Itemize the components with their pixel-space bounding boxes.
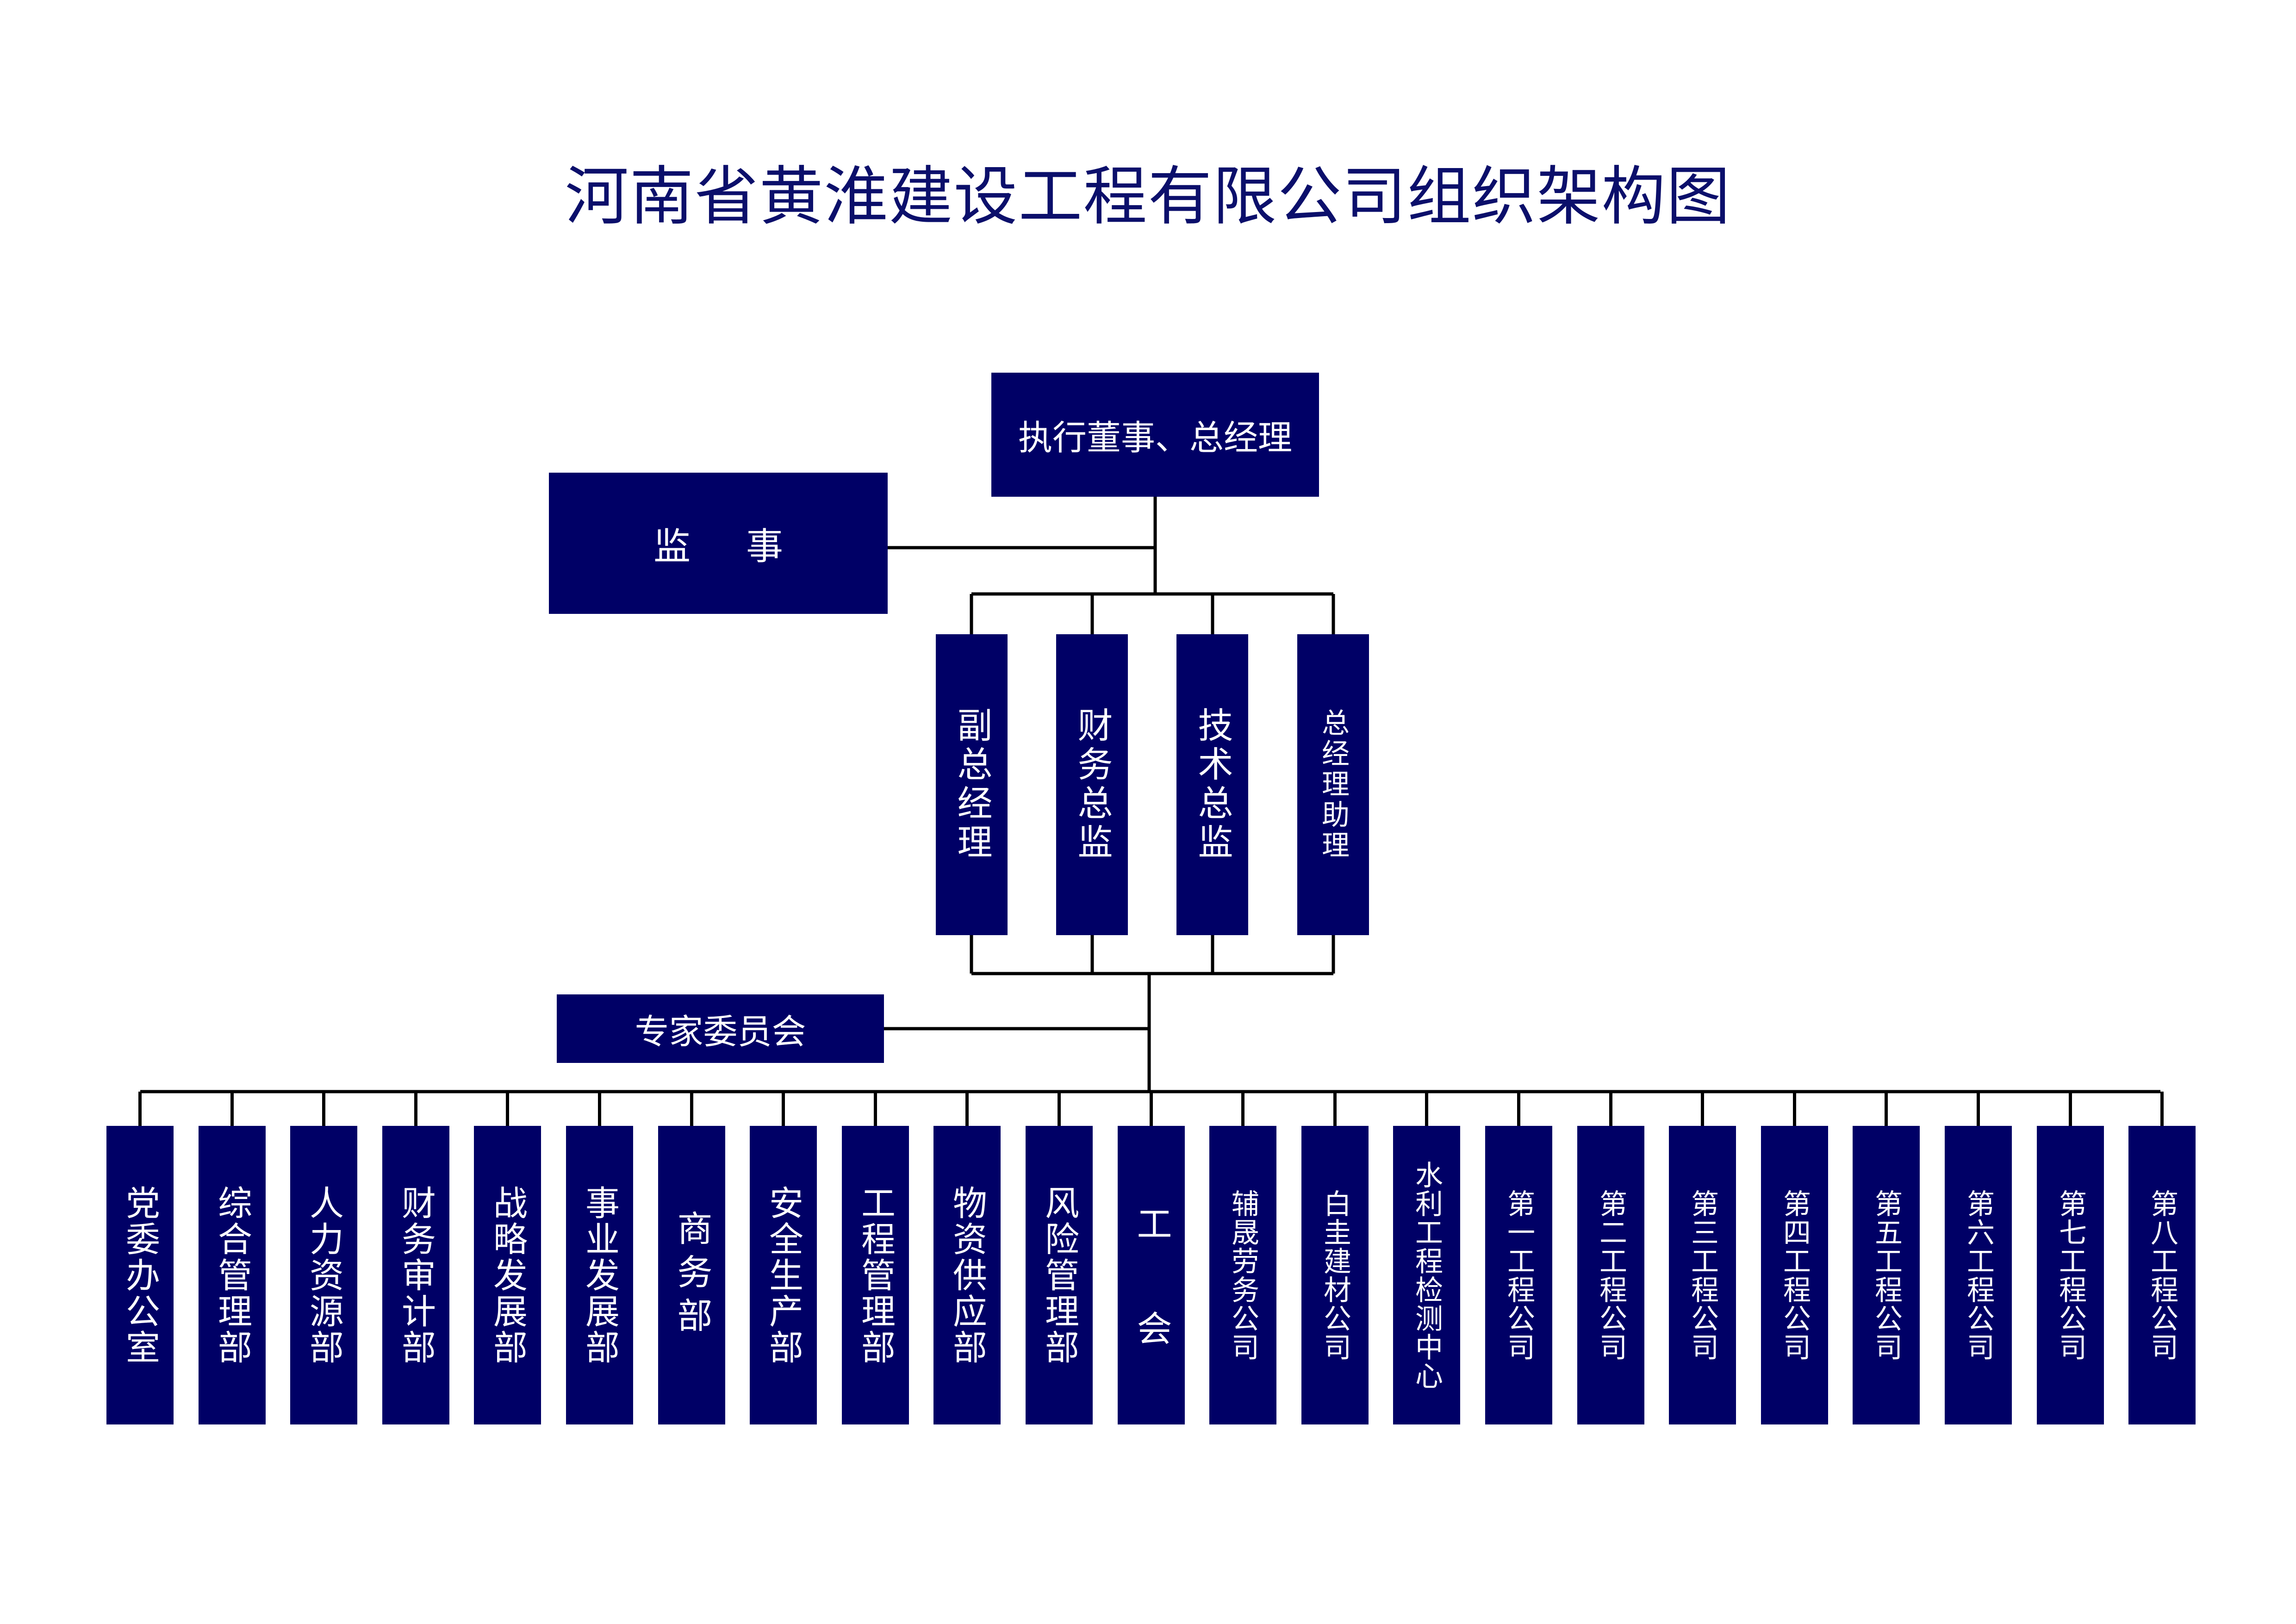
- department-label: 安全生产部: [763, 1185, 803, 1366]
- department-box: 第八工程公司: [2128, 1126, 2196, 1424]
- department-box: 物资供应部: [933, 1126, 1001, 1424]
- department-box: 辅晟劳务公司: [1209, 1126, 1276, 1424]
- department-label: 第六工程公司: [1962, 1189, 1995, 1362]
- department-label: 工会: [1131, 1205, 1172, 1415]
- department-box: 商务部: [658, 1126, 725, 1424]
- leader-box-gm-assistant: 总经理助理: [1297, 634, 1369, 935]
- department-label: 第八工程公司: [2146, 1189, 2178, 1362]
- leader-box-deputy-gm: 副总经理: [936, 634, 1008, 935]
- expert-committee-box: 专家委员会: [557, 994, 884, 1063]
- supervisor-label-b: 事: [746, 525, 783, 568]
- department-label: 第三工程公司: [1686, 1189, 1719, 1362]
- leader-label: 副总经理: [951, 707, 993, 862]
- department-label: 第四工程公司: [1778, 1189, 1811, 1362]
- leader-box-cto: 技术总监: [1176, 634, 1248, 935]
- department-box: 工程管理部: [842, 1126, 909, 1424]
- department-label: 白圭建材公司: [1319, 1189, 1351, 1362]
- department-box: 白圭建材公司: [1301, 1126, 1369, 1424]
- expert-committee-label: 专家委员会: [635, 1012, 806, 1052]
- department-label: 第二工程公司: [1594, 1189, 1627, 1362]
- leader-label: 技术总监: [1192, 707, 1233, 862]
- department-label: 事业发展部: [579, 1185, 620, 1366]
- department-box: 党委办公室: [106, 1126, 174, 1424]
- department-label: 工程管理部: [855, 1185, 896, 1366]
- executive-label: 执行董事、总经理: [1018, 418, 1292, 458]
- department-box: 第六工程公司: [1945, 1126, 2012, 1424]
- department-box: 综合管理部: [199, 1126, 266, 1424]
- department-label: 战略发展部: [487, 1185, 528, 1366]
- department-label: 商务部: [671, 1210, 713, 1341]
- department-box: 事业发展部: [566, 1126, 633, 1424]
- department-box: 财务审计部: [382, 1126, 449, 1424]
- department-label: 党委办公室: [120, 1185, 160, 1366]
- department-box: 安全生产部: [750, 1126, 817, 1424]
- department-label: 财务审计部: [396, 1185, 436, 1366]
- executive-box: 执行董事、总经理: [991, 373, 1319, 497]
- department-box: 水利工程检测中心: [1393, 1126, 1460, 1424]
- department-box: 第七工程公司: [2037, 1126, 2104, 1424]
- department-box: 第三工程公司: [1669, 1126, 1736, 1424]
- supervisor-box: 监事: [549, 473, 888, 614]
- department-box: 第一工程公司: [1485, 1126, 1552, 1424]
- department-box: 第四工程公司: [1761, 1126, 1828, 1424]
- department-label: 第五工程公司: [1870, 1189, 1903, 1362]
- department-label: 综合管理部: [212, 1185, 252, 1366]
- department-label: 第七工程公司: [2054, 1189, 2087, 1362]
- department-box: 工会: [1118, 1126, 1185, 1424]
- leader-label: 财务总监: [1071, 707, 1113, 862]
- department-box: 第五工程公司: [1853, 1126, 1920, 1424]
- department-box: 战略发展部: [474, 1126, 541, 1424]
- chart-title: 河南省黄淮建设工程有限公司组织架构图: [565, 159, 1731, 234]
- department-label: 水利工程检测中心: [1410, 1160, 1443, 1390]
- leader-label: 总经理助理: [1317, 708, 1350, 861]
- supervisor-label-a: 监: [653, 525, 691, 568]
- department-box: 第二工程公司: [1577, 1126, 1644, 1424]
- department-label: 第一工程公司: [1502, 1189, 1535, 1362]
- department-box: 风险管理部: [1026, 1126, 1093, 1424]
- leader-box-cfo: 财务总监: [1056, 634, 1128, 935]
- department-box: 人力资源部: [290, 1126, 357, 1424]
- department-label: 物资供应部: [947, 1185, 987, 1366]
- department-label: 风险管理部: [1039, 1185, 1079, 1366]
- department-label: 人力资源部: [304, 1185, 344, 1366]
- department-label: 辅晟劳务公司: [1226, 1189, 1259, 1362]
